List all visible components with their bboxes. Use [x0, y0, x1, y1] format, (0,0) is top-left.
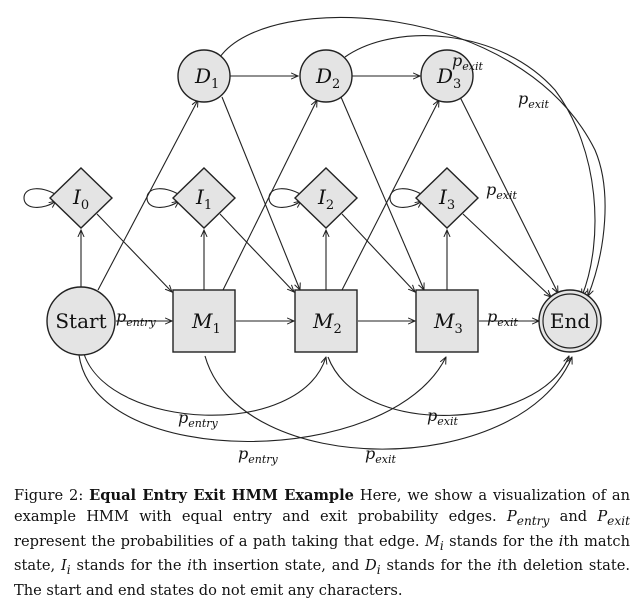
loop-i0 — [23, 188, 59, 208]
edge-start-d1 — [97, 100, 198, 291]
loop-i3 — [389, 188, 425, 208]
node-d3-label: D3 — [436, 64, 461, 92]
node-d1: D1 — [177, 49, 231, 103]
label-start-m1: pentry — [116, 307, 157, 329]
edge-d2-m3 — [340, 96, 424, 290]
loop-i1 — [146, 188, 182, 208]
edge-i0-m1 — [96, 213, 172, 292]
node-m1-label: M1 — [191, 309, 221, 337]
edge-d3-end — [459, 96, 558, 293]
edge-start-m3-arc — [78, 354, 446, 443]
node-end: End — [538, 289, 602, 353]
node-m1: M1 — [172, 289, 236, 353]
edge-d2-end — [344, 35, 596, 296]
node-end-label: End — [550, 309, 590, 333]
hmm-diagram: D1 D2 D3 I0 I1 I2 I3 Start — [23, 16, 606, 466]
nodes: D1 D2 D3 I0 I1 I2 I3 Start — [46, 49, 602, 356]
caption-label: Figure 2: — [14, 487, 84, 504]
edge-labels: pentry pexit pexit pexit pexit pentry pe… — [116, 51, 549, 466]
node-d3: D3 — [420, 49, 474, 103]
label-m1-end: pexit — [365, 444, 396, 466]
edge-d1-end — [219, 16, 606, 296]
node-i0: I0 — [48, 167, 114, 229]
caption-title: Equal Entry Exit HMM Example — [89, 487, 354, 504]
node-i1-label: I1 — [195, 185, 212, 213]
label-start-m3: pentry — [238, 444, 279, 466]
label-m2-end: pexit — [427, 406, 458, 428]
node-m2: M2 — [294, 289, 358, 353]
edge-m2-end-arc — [327, 356, 569, 416]
edges — [23, 16, 606, 450]
label-i3-end: pexit — [486, 180, 517, 202]
edge-m1-d2 — [222, 100, 317, 291]
node-m3: M3 — [415, 289, 479, 353]
edge-d1-m2 — [221, 96, 300, 290]
edge-i2-m3 — [341, 213, 415, 292]
node-i3: I3 — [414, 167, 480, 229]
label-d2-end: pexit — [518, 89, 549, 111]
node-d1-label: D1 — [194, 64, 219, 92]
node-i3-label: I3 — [438, 185, 455, 213]
edge-i1-m2 — [219, 213, 294, 292]
node-start-label: Start — [55, 309, 106, 333]
node-m3-label: M3 — [433, 309, 463, 337]
node-i2-label: I2 — [317, 185, 334, 213]
edge-start-m2-arc — [83, 353, 326, 416]
edge-i3-end — [462, 213, 551, 297]
node-d2-label: D2 — [315, 64, 340, 92]
node-i1: I1 — [171, 167, 237, 229]
label-start-m2: pentry — [178, 408, 219, 430]
node-m2-label: M2 — [312, 309, 342, 337]
figure-caption: Figure 2: Equal Entry Exit HMM Example H… — [14, 487, 631, 599]
node-start: Start — [46, 286, 116, 356]
node-i2: I2 — [293, 167, 359, 229]
label-d3-end: pexit — [452, 51, 483, 73]
label-m3-end: pexit — [487, 307, 518, 329]
node-i0-label: I0 — [72, 185, 89, 213]
node-d2: D2 — [299, 49, 353, 103]
loop-i2 — [268, 188, 304, 208]
edge-m1-end-arc — [204, 355, 572, 450]
